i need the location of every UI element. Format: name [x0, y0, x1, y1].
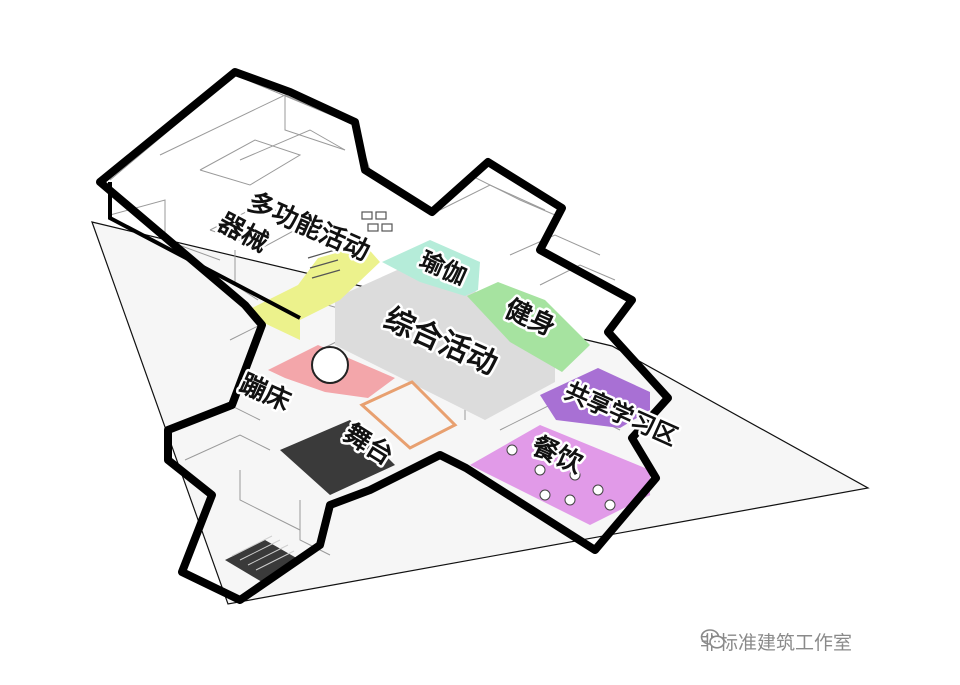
building-outline [96, 68, 672, 604]
inner-outline [108, 182, 301, 320]
trampoline-circle [311, 346, 349, 384]
stair-dark [225, 540, 300, 582]
dining-tables [506, 444, 616, 511]
stair-lines [231, 535, 295, 571]
zone-fitness-fill [467, 282, 590, 372]
zone-study-fill [540, 368, 650, 428]
zone-general-fill [335, 262, 555, 420]
stage-frame [359, 380, 458, 450]
wechat-icon [700, 629, 725, 649]
zone-yoga-fill [382, 240, 480, 296]
equipment-icons [307, 211, 393, 279]
zone-yellow-fill [248, 245, 380, 340]
watermark-text: 非标准建筑工作室 [700, 632, 853, 654]
watermark: 非标准建筑工作室 [700, 628, 852, 655]
stage-dark [280, 420, 395, 495]
